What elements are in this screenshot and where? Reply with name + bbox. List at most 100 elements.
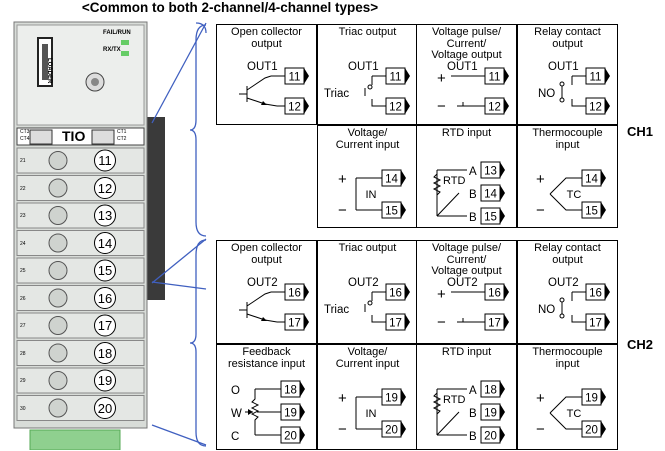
terminal-c: 20 [280,426,305,444]
terminal-number-circle [94,259,116,282]
tc-label: TC [567,189,582,201]
svg-text:19: 19 [484,408,497,420]
svg-text:16: 16 [488,288,501,300]
svg-text:20: 20 [585,425,598,437]
svg-text:20: 20 [484,431,497,443]
terminal-bottom: 17 [284,313,309,331]
cell-title: Open collector output [231,242,302,266]
svg-text:18: 18 [284,385,297,397]
terminal-b1: 14 [480,184,505,202]
ch2-output-cell: Voltage pulse/ Current/ Voltage output 16… [416,240,517,344]
ct2-label: CT2 [117,136,127,142]
out-label: OUT1 [548,61,579,73]
terminal-bottom: 20 [381,420,406,438]
terminal-top: 19 [581,388,606,406]
terminal-number: 19 [97,373,113,388]
svg-text:16: 16 [589,288,602,300]
terminal-screw [48,233,68,253]
svg-text:16: 16 [288,288,301,300]
terminal-a: 18 [480,380,505,398]
ch-braces [189,24,207,447]
svg-text:17: 17 [589,318,602,330]
terminal-bottom: 12 [585,97,610,115]
plus-sign: + [437,286,446,303]
svg-text:19: 19 [284,408,297,420]
out-label: OUT2 [447,277,478,289]
terminal-top: 11 [284,67,309,85]
terminal-o: 18 [280,380,305,398]
svg-text:20: 20 [284,431,297,443]
connector-lines [151,22,207,446]
cell-title: Voltage pulse/ Current/ Voltage output [431,26,502,61]
terminal-small-number: 28 [20,350,26,357]
cell-title: Voltage/ Current input [335,127,400,151]
svg-text:11: 11 [590,72,602,84]
cell-title: Thermocouple input [532,127,603,151]
terminal-row [16,147,145,174]
cell-title: Feedback resistance input [227,346,306,370]
svg-text:14: 14 [484,189,497,201]
terminal-bottom: 15 [581,201,606,219]
no-label: NO [538,304,555,316]
brand-label: TIO [62,128,86,144]
plus-sign: + [536,171,545,188]
terminal-top: 11 [585,67,610,85]
terminal-number: 16 [97,290,113,306]
terminal-small-number: 30 [20,405,26,412]
terminal-number: 11 [98,153,112,168]
svg-text:11: 11 [489,72,501,84]
terminal-small-number: 25 [20,268,26,274]
svg-text:11: 11 [289,72,301,84]
terminal-row [16,285,145,311]
b-label: B [469,431,477,443]
svg-text:17: 17 [389,318,402,330]
terminal-screw [48,316,68,335]
terminal-number: 18 [97,345,113,361]
cell-title: Relay contact output [534,242,601,266]
cell-title: Voltage/ Current input [335,346,400,370]
terminal-small-number: 23 [20,213,26,219]
terminal-top: 16 [585,283,610,301]
svg-text:15: 15 [484,212,497,224]
plus-sign: + [437,70,446,87]
terminal-row [16,202,145,229]
cell-title: Voltage pulse/ Current/ Voltage output [431,242,502,277]
terminal-number-circle [94,397,116,419]
terminal-screw [48,398,68,418]
terminal-screw [48,343,68,363]
terminal-top: 14 [581,169,606,187]
o-label: O [231,385,240,397]
terminal-number: 17 [97,318,113,333]
terminal-number: 15 [97,263,113,278]
terminal-row [16,257,145,284]
page-title: <Common to both 2-channel/4-channel type… [81,0,379,15]
svg-text:12: 12 [589,102,602,114]
minus-sign: − [437,314,446,331]
svg-text:17: 17 [288,318,301,330]
terminal-number: 14 [97,235,113,251]
terminal-top: 14 [381,169,406,187]
loader-port-inner [42,44,48,80]
terminal-row [16,395,145,421]
svg-text:15: 15 [585,206,598,218]
no-label: NO [538,88,555,100]
terminal-bottom: 17 [385,313,410,331]
tc-label: TC [567,408,582,420]
terminal-bottom: 20 [581,420,606,438]
out-label: OUT1 [447,61,478,73]
svg-text:17: 17 [488,318,501,330]
cell-title: Thermocouple input [532,346,603,370]
